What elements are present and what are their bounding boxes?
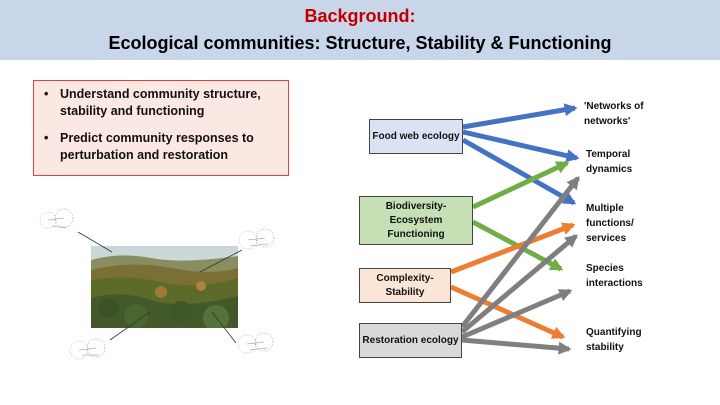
source-restoration: Restoration ecology <box>359 323 462 358</box>
complexity-arrows <box>449 222 576 340</box>
arrow-restoration-functions <box>460 234 578 334</box>
arrow-restoration-interactions <box>461 288 573 340</box>
title-background: Background: <box>304 6 416 26</box>
target-interactions: Species interactions <box>586 263 643 289</box>
objectives-box: •Understand community structure, stabili… <box>33 80 289 176</box>
network-diagram-icon <box>238 228 275 250</box>
target-functions: Multiple functions/ services <box>586 203 634 244</box>
arrow-foodweb-networks <box>462 103 578 130</box>
arrow-bef-temporal <box>471 160 570 210</box>
landscape-photo <box>91 246 238 328</box>
arrow-complexity-functions <box>450 222 576 275</box>
arrow-foodweb-functions <box>461 137 577 206</box>
source-food-web: Food web ecology <box>369 119 463 154</box>
network-diagram-icon <box>39 208 74 229</box>
target-networks: 'Networks of networks' <box>584 101 644 127</box>
title-main: Ecological communities: Structure, Stabi… <box>108 33 612 53</box>
source-complexity: Complexity-Stability <box>359 268 451 303</box>
title-banner <box>0 0 720 60</box>
arrow-complexity-stability <box>449 284 566 340</box>
target-stability: Quantifying stability <box>586 327 642 353</box>
arrow-restoration-temporal <box>460 175 580 329</box>
network-diagram-icon <box>237 332 274 354</box>
bullet-icon: • <box>44 87 49 101</box>
source-bef: Biodiversity-Ecosystem Functioning <box>359 196 473 245</box>
arrow-foodweb-temporal <box>462 129 580 163</box>
network-diagram-icon <box>69 338 106 360</box>
food-web-arrows <box>461 103 580 206</box>
restoration-arrows <box>460 175 580 355</box>
target-temporal: Temporal dynamics <box>586 149 633 175</box>
bullet-icon: • <box>44 131 49 145</box>
objective-item: •Predict community responses to perturba… <box>44 131 254 162</box>
arrow-restoration-stability <box>461 337 572 355</box>
objective-item: •Understand community structure, stabili… <box>44 87 261 118</box>
